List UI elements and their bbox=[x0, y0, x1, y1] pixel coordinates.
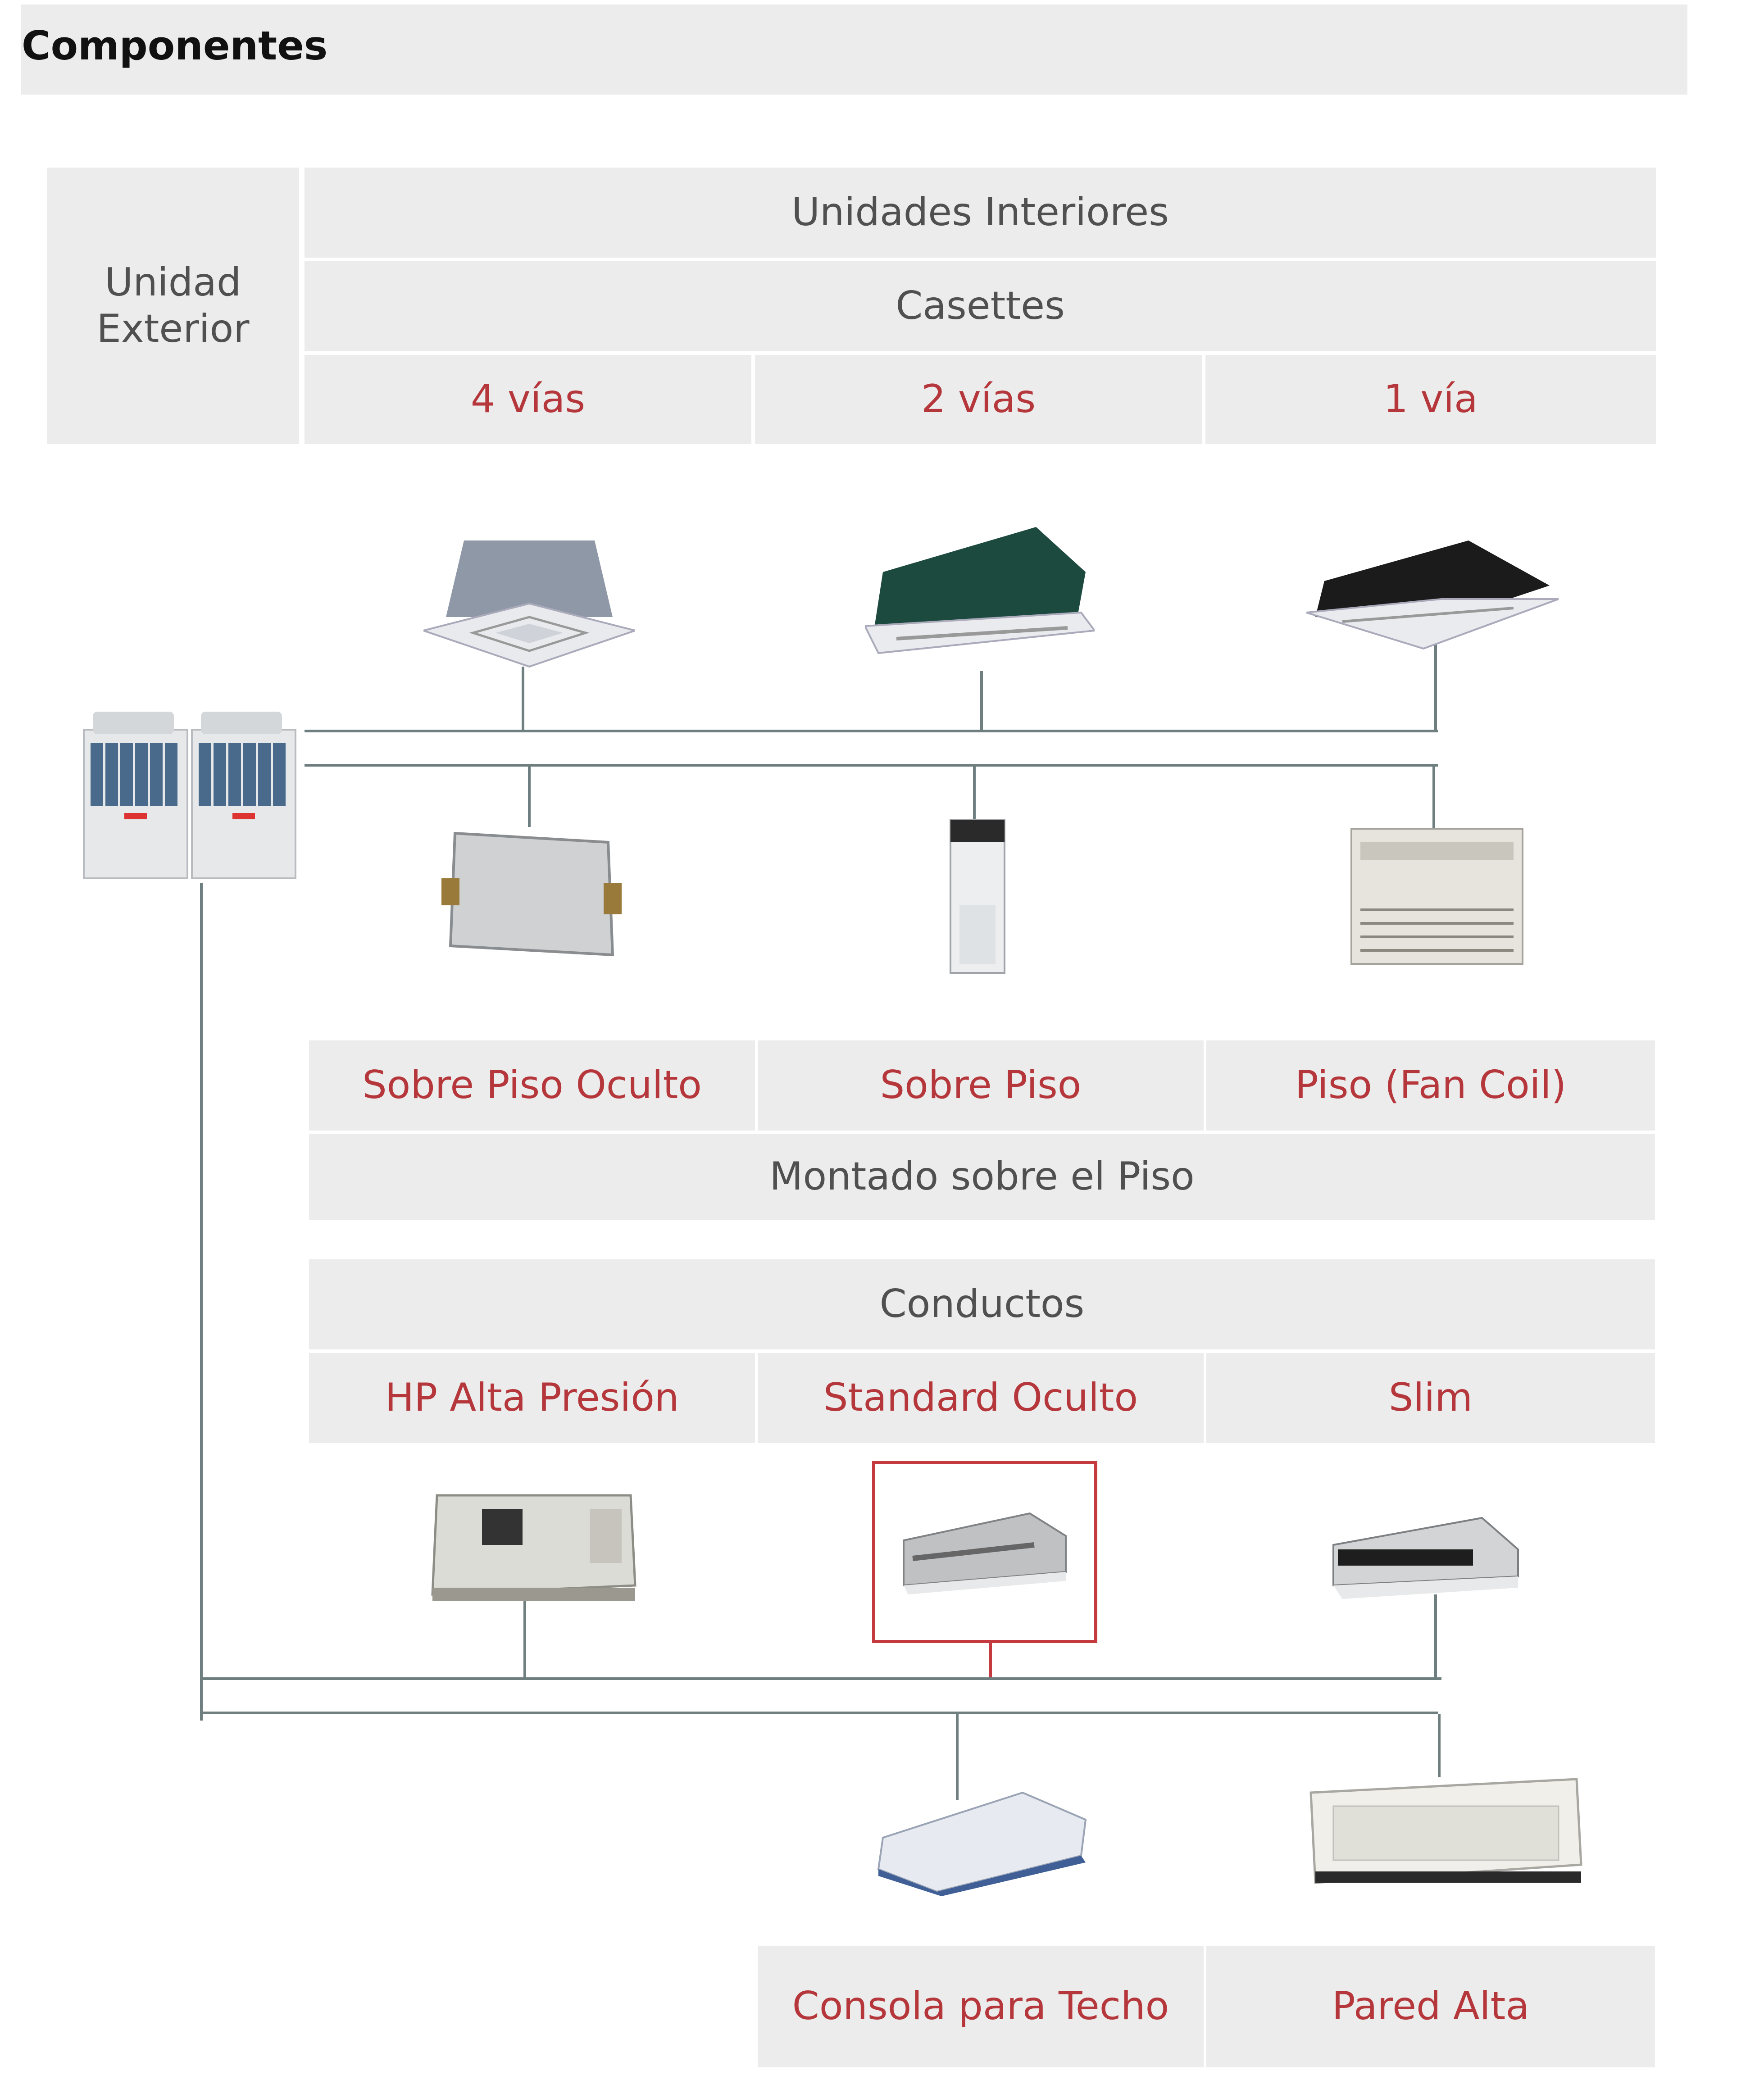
tab-slim[interactable]: Slim bbox=[1206, 1353, 1655, 1443]
outdoor-unit-header: Unidad Exterior bbox=[47, 168, 299, 444]
pipe-ducts bbox=[200, 1677, 1441, 1680]
tab-sobre-piso[interactable]: Sobre Piso bbox=[758, 1040, 1204, 1131]
pipe-drop-wall bbox=[1438, 1714, 1441, 1777]
page-title: Componentes bbox=[22, 23, 328, 69]
cassettes-header: Casettes bbox=[305, 261, 1656, 351]
pipe-drop-1way bbox=[1434, 644, 1437, 730]
pipe-drop-ceiling bbox=[956, 1714, 959, 1800]
pipe-drop-hp bbox=[523, 1599, 526, 1677]
tab-pared-alta[interactable]: Pared Alta bbox=[1206, 1946, 1655, 2067]
indoor-units-header: Unidades Interiores bbox=[305, 168, 1656, 258]
pipe-drop-4way bbox=[522, 667, 524, 730]
pipe-drop-floor bbox=[973, 764, 976, 822]
pipe-cassettes bbox=[305, 730, 1438, 732]
tab-cassette-1-way[interactable]: 1 vía bbox=[1205, 355, 1656, 444]
ducts-header: Conductos bbox=[309, 1259, 1655, 1349]
wall-mounted-image[interactable] bbox=[1306, 1775, 1586, 1892]
tab-standard-oculto[interactable]: Standard Oculto bbox=[758, 1353, 1204, 1443]
tab-sobre-piso-oculto[interactable]: Sobre Piso Oculto bbox=[309, 1040, 755, 1131]
standard-duct-image[interactable] bbox=[899, 1509, 1070, 1599]
outdoor-unit-image[interactable] bbox=[79, 712, 305, 883]
floor-standing-image[interactable] bbox=[946, 815, 1009, 977]
pipe-ceiling-wall bbox=[200, 1712, 1438, 1714]
cassette-2-way-image[interactable] bbox=[865, 522, 1095, 671]
tab-hp-alta-presion[interactable]: HP Alta Presión bbox=[309, 1353, 755, 1443]
concealed-floor-image[interactable] bbox=[441, 829, 622, 964]
cassette-4-way-image[interactable] bbox=[423, 531, 635, 676]
floor-mounted-header: Montado sobre el Piso bbox=[309, 1134, 1655, 1220]
tab-cassette-2-way[interactable]: 2 vías bbox=[755, 355, 1202, 444]
pipe-drop-fancoil bbox=[1432, 764, 1435, 831]
pipe-drop-2way bbox=[980, 671, 983, 730]
pipe-drop-standard bbox=[989, 1640, 992, 1677]
cassette-1-way-image[interactable] bbox=[1306, 531, 1559, 653]
title-bar bbox=[21, 5, 1687, 95]
hp-duct-image[interactable] bbox=[428, 1486, 640, 1608]
slim-duct-image[interactable] bbox=[1329, 1509, 1523, 1603]
fan-coil-image[interactable] bbox=[1347, 824, 1527, 968]
tab-cassette-4-way[interactable]: 4 vías bbox=[305, 355, 751, 444]
ceiling-console-image[interactable] bbox=[874, 1784, 1090, 1896]
selected-highlight bbox=[872, 1461, 1097, 1643]
pipe-drop-concealed bbox=[528, 764, 531, 827]
tab-consola-para-techo[interactable]: Consola para Techo bbox=[758, 1946, 1204, 2067]
pipe-drop-slim bbox=[1434, 1594, 1437, 1677]
pipe-floor bbox=[305, 764, 1438, 767]
tab-piso-fan-coil[interactable]: Piso (Fan Coil) bbox=[1206, 1040, 1655, 1131]
pipe-main-vertical bbox=[200, 883, 203, 1721]
